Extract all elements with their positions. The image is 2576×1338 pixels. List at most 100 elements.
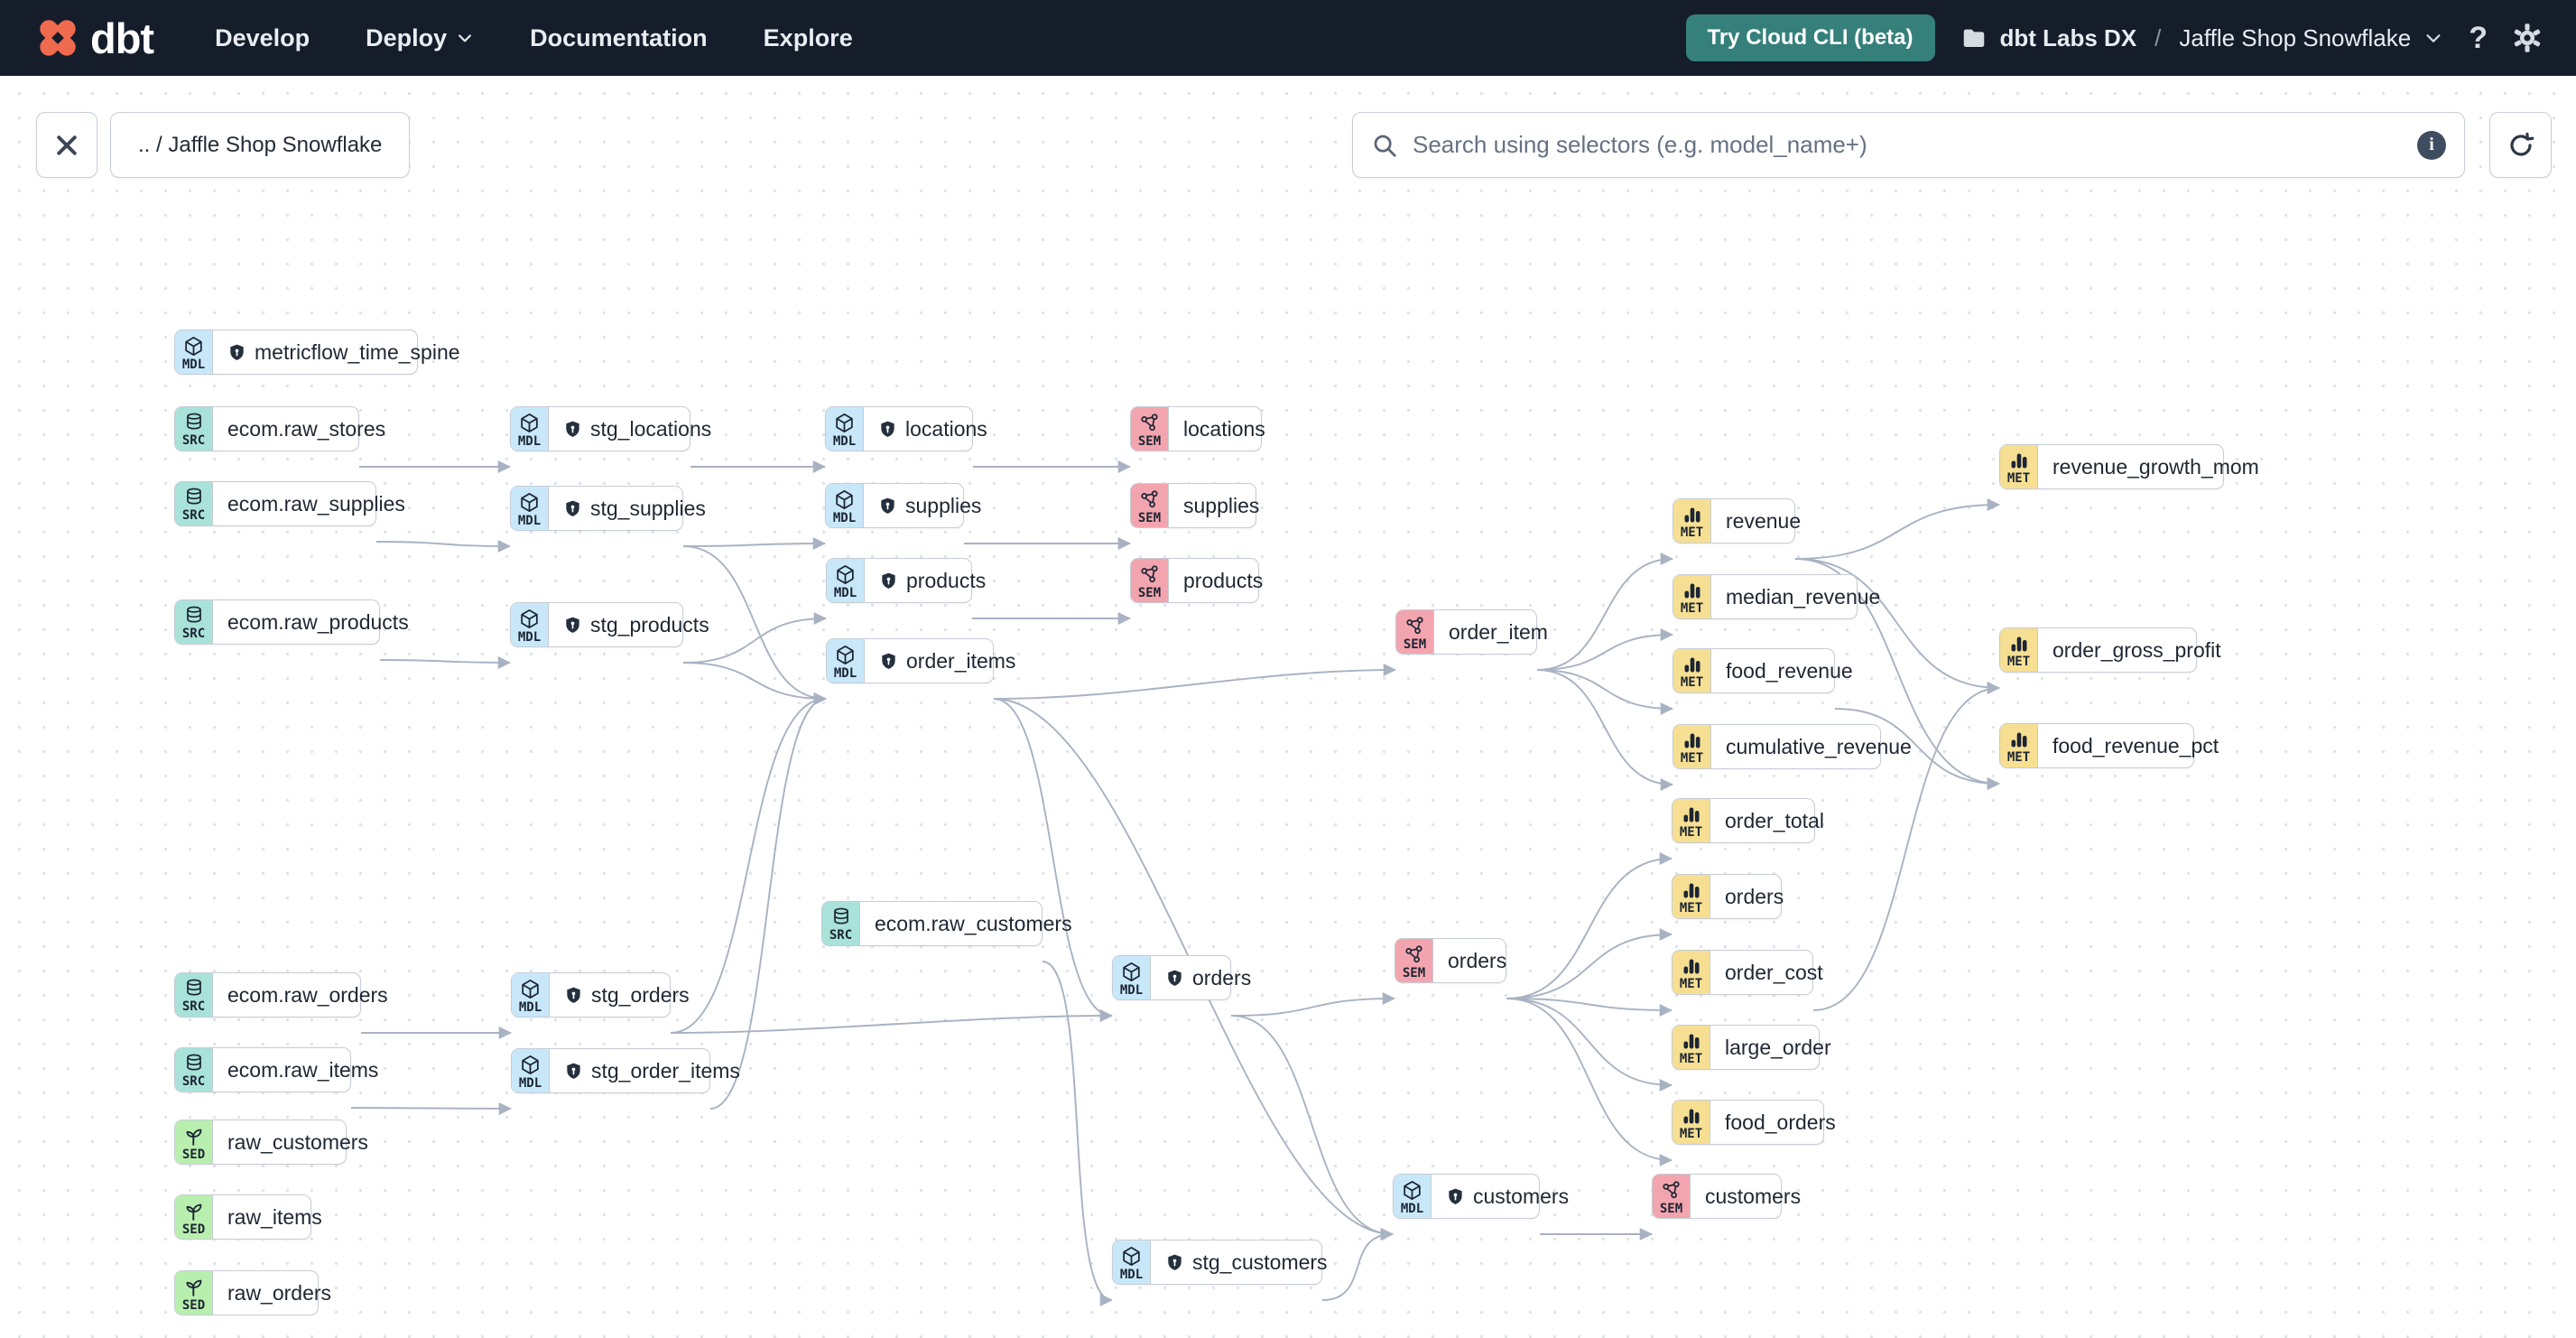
node-type-label: SEM	[1137, 585, 1162, 600]
shield-icon	[567, 987, 580, 1003]
node-type-badge: SRC	[175, 407, 213, 451]
node-label: locations	[1183, 416, 1265, 441]
node-type-badge: MET	[1673, 799, 1710, 842]
nav-item-explore[interactable]: Explore	[764, 24, 853, 52]
project-name[interactable]: Jaffle Shop Snowflake	[2179, 23, 2412, 51]
account-breadcrumb[interactable]: dbt Labs DX / Jaffle Shop Snowflake	[1960, 24, 2444, 52]
node-type-label: MET	[1679, 977, 1703, 991]
path-breadcrumb-button[interactable]: .. / Jaffle Shop Snowflake	[110, 112, 411, 178]
node-type-label: MET	[1679, 1052, 1703, 1066]
selector-search[interactable]: i	[1352, 112, 2465, 178]
chevron-down-icon[interactable]	[2423, 28, 2443, 48]
shield-icon	[882, 653, 895, 669]
model-cube-icon	[1404, 1180, 1421, 1200]
node-type-badge: SED	[175, 1271, 213, 1315]
node-label: locations	[905, 416, 987, 441]
nav-item-deploy[interactable]: Deploy	[366, 24, 474, 52]
shield-icon	[1449, 1188, 1462, 1204]
node-type-badge: SED	[175, 1120, 213, 1164]
node-order_items[interactable]: MDL order_items	[826, 638, 1015, 683]
node-type-badge: MET	[1673, 875, 1710, 918]
close-button[interactable]	[36, 112, 97, 178]
node-type-badge: SED	[175, 1195, 213, 1239]
try-cloud-cli-button[interactable]: Try Cloud CLI (beta)	[1685, 14, 1935, 61]
help-icon[interactable]: ?	[2469, 20, 2488, 55]
node-label: revenue	[1726, 508, 1802, 533]
nav-item-documentation[interactable]: Documentation	[530, 24, 708, 52]
node-label: large_order	[1725, 1035, 1831, 1059]
settings-gear-icon[interactable]	[2511, 22, 2544, 54]
refresh-button[interactable]	[2489, 112, 2552, 178]
node-label: order_items	[906, 648, 1016, 673]
metric-bars-icon	[2011, 732, 2026, 748]
node-type-badge: MET	[2000, 724, 2038, 767]
node-label: customers	[1473, 1184, 1570, 1208]
node-type-badge: MDL	[1394, 1175, 1432, 1218]
dbt-logo[interactable]: dbt	[34, 14, 154, 63]
semantic-model-icon	[1141, 413, 1158, 431]
node-type-badge: MDL	[511, 487, 549, 530]
node-type-label: SED	[181, 1297, 206, 1313]
model-cube-icon	[522, 979, 539, 999]
node-type-label: SRC	[181, 433, 206, 448]
search-icon	[1374, 135, 1396, 157]
node-type-label: MDL	[518, 999, 542, 1015]
folder-icon	[1963, 29, 1984, 47]
node-type-badge: MET	[1673, 649, 1711, 692]
metric-bars-icon	[1683, 883, 1699, 898]
model-cube-icon	[185, 336, 202, 356]
info-icon[interactable]: i	[2417, 130, 2446, 160]
account-name[interactable]: dbt Labs DX	[1999, 23, 2137, 51]
node-label: order_item	[1449, 619, 1548, 644]
metric-bars-icon	[1684, 507, 1700, 523]
node-customers_mdl[interactable]: MDL customers	[1393, 1174, 1569, 1219]
nav-item-develop[interactable]: Develop	[215, 24, 310, 52]
search-input[interactable]	[1413, 131, 2403, 159]
node-type-label: MDL	[833, 665, 857, 681]
node-type-badge: MDL	[511, 407, 549, 451]
semantic-model-icon	[1405, 944, 1422, 962]
lineage-toolbar: .. / Jaffle Shop Snowflake i	[0, 112, 2576, 179]
semantic-model-icon	[1141, 564, 1158, 582]
node-type-badge: MDL	[511, 603, 549, 646]
node-large_order[interactable]: MET large_order	[1672, 1025, 1831, 1070]
